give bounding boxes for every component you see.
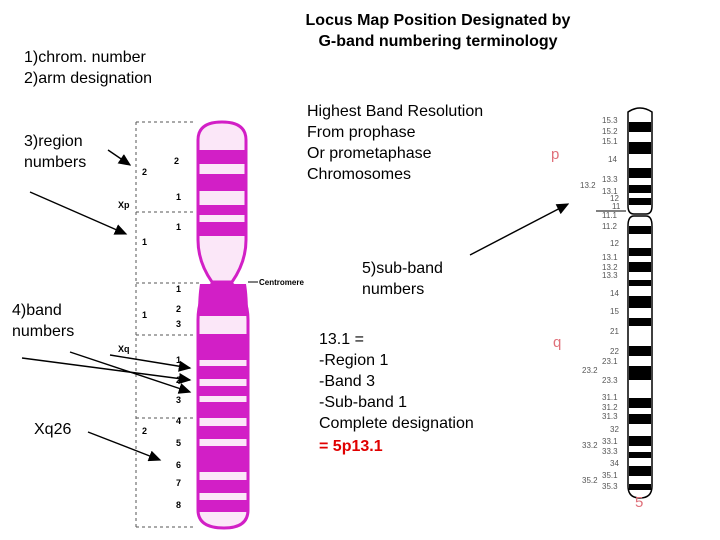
svg-text:31.2: 31.2 [602,403,618,412]
arrow-arm [29,191,128,235]
svg-text:13.1: 13.1 [602,187,618,196]
arrow-band-2 [69,351,192,394]
svg-text:33.3: 33.3 [602,447,618,456]
svg-text:12: 12 [610,194,619,203]
svg-text:12: 12 [610,239,619,248]
band-q-2: 2 [176,304,181,314]
label-example: 13.1 = -Region 1 -Band 3 -Sub-band 1 Com… [319,331,474,432]
band-q-5: 2 [176,375,181,385]
arrow-region [107,149,132,166]
band-q-9: 6 [176,460,181,470]
arm-label-xq: Xq [118,344,130,354]
label-chrom-arm: 1)chrom. number 2)arm designation [24,49,153,87]
svg-text:13.3: 13.3 [602,271,618,280]
svg-text:13.3: 13.3 [602,175,618,184]
svg-text:15.1: 15.1 [602,137,618,146]
svg-text:34: 34 [610,459,619,468]
svg-text:35.3: 35.3 [602,482,618,491]
svg-text:22: 22 [610,347,619,356]
svg-text:15: 15 [610,307,619,316]
band-q-4: 1 [176,355,181,365]
svg-text:23.1: 23.1 [602,357,618,366]
centromere-label: Centromere [259,278,304,287]
chromosome-number: 5 [635,494,644,511]
svg-text:13.2: 13.2 [602,263,618,272]
arm-label-xp: Xp [118,200,130,210]
label-band-numbers: 4)band numbers [12,302,75,340]
label-region-numbers: 3)region numbers [24,133,87,171]
svg-text:31.3: 31.3 [602,412,618,421]
label-xq26: Xq26 [34,421,72,438]
band-p-3: 1 [176,222,181,232]
chromosome-5-labels: 15.3 15.2 15.1 14 13.3 13.1 12 11 11.1 1… [580,116,621,491]
arrow-subband [469,203,570,256]
svg-text:23.3: 23.3 [602,376,618,385]
arrows [21,149,570,462]
svg-text:21: 21 [610,327,619,336]
arrow-band-1 [21,357,192,385]
x-chromosome-labels: 2 1 2 1 1 Xp Xq 1 2 1 2 3 1 2 3 4 5 6 7 … [118,156,304,510]
x-chromosome [196,120,250,530]
svg-text:23.2: 23.2 [582,366,598,375]
svg-text:35.2: 35.2 [582,476,598,485]
arrow-band-3 [109,354,192,372]
svg-text:33.1: 33.1 [602,437,618,446]
band-q-3: 3 [176,319,181,329]
svg-text:32: 32 [610,425,619,434]
band-q-7: 4 [176,416,181,426]
guide-lines [135,121,200,530]
arm-label-q: q [553,334,562,351]
region-p-1: 2 [142,167,147,177]
region-p-2: 1 [142,237,147,247]
svg-text:15.3: 15.3 [602,116,618,125]
svg-text:14: 14 [608,155,617,164]
svg-text:31.1: 31.1 [602,393,618,402]
region-q-1: 1 [142,310,147,320]
band-q-11: 8 [176,500,181,510]
band-p-2: 1 [176,192,181,202]
svg-text:13.1: 13.1 [602,253,618,262]
svg-text:15.2: 15.2 [602,127,618,136]
label-result: = 5p13.1 [319,438,383,455]
arrow-xq26 [87,431,162,462]
label-highest-resolution: Highest Band Resolution From prophase Or… [307,103,484,183]
band-q-8: 5 [176,438,181,448]
band-q-10: 7 [176,478,181,488]
svg-text:14: 14 [610,289,619,298]
band-q-1: 1 [176,284,181,294]
x-chromosome-p-arm [196,120,248,284]
band-q-6: 3 [176,395,181,405]
svg-text:11.1: 11.1 [602,211,618,220]
page-title: Locus Map Position Designated by G-band … [305,12,571,50]
svg-text:35.1: 35.1 [602,471,618,480]
chromosome-5 [596,107,653,499]
svg-text:11: 11 [612,202,621,211]
svg-text:33.2: 33.2 [582,441,598,450]
region-q-2: 2 [142,426,147,436]
svg-text:13.2: 13.2 [580,181,596,190]
svg-text:11.2: 11.2 [602,222,618,231]
arm-label-p: p [551,146,560,163]
band-p-1: 2 [174,156,179,166]
label-sub-band-numbers: 5)sub-band numbers [362,260,443,298]
